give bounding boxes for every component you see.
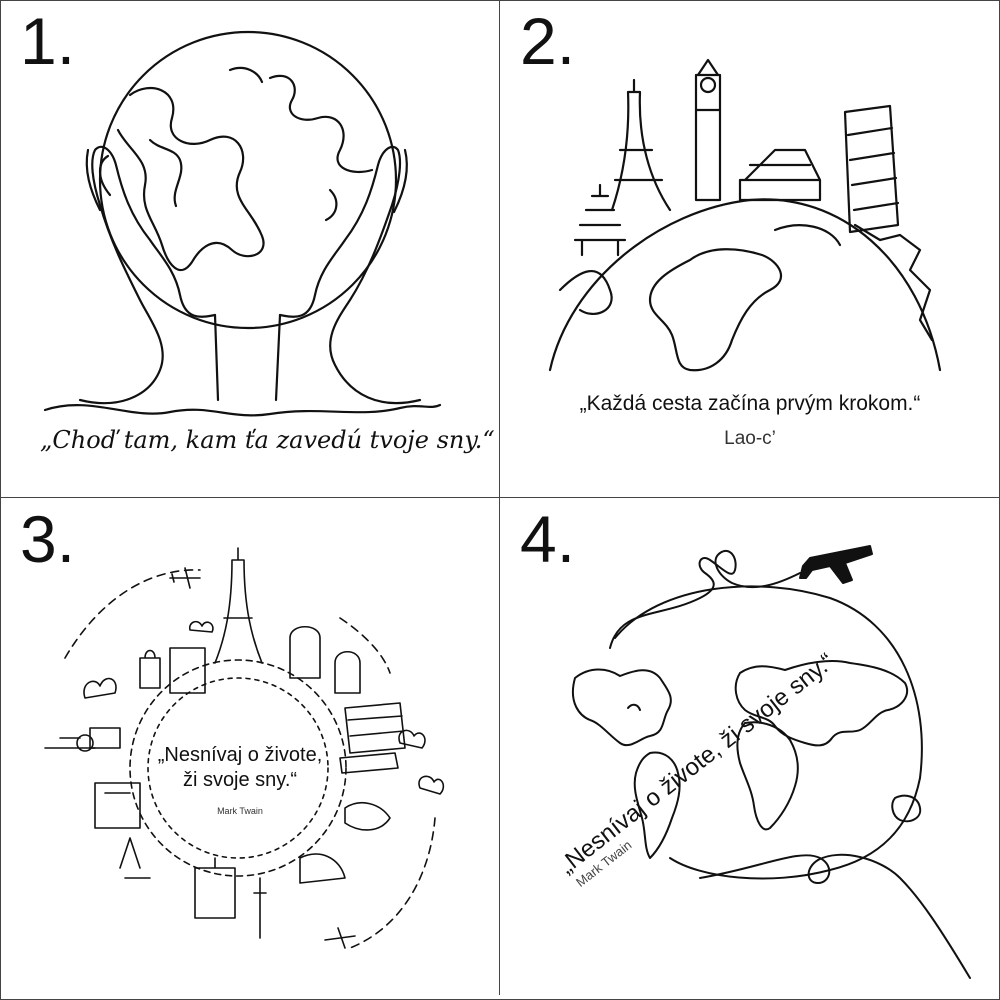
panel-quote: „Choď tam, kam ťa zavedú tvoje sny.“	[40, 426, 495, 454]
panel-2[interactable]: 2. „Každá cesta začína prvým krokom.“ La…	[500, 0, 999, 498]
panel-4[interactable]: 4. „Nesnívaj o živote, ži svoje sny.“ Ma…	[500, 498, 999, 995]
panel-3[interactable]: 3.	[0, 498, 500, 995]
panel-author: Lao-c’	[724, 428, 776, 449]
panel-number: 4.	[520, 502, 576, 576]
panel-quote: „Každá cesta začína prvým krokom.“	[579, 392, 921, 415]
panel-author: Mark Twain	[217, 806, 263, 816]
panel-number: 2.	[520, 4, 576, 78]
panel-quote: „Nesnívaj o živote, ži svoje sny.“	[130, 743, 350, 793]
quote-line-2: ži svoje sny.“	[182, 769, 298, 791]
circular-city-skyline-icon	[44, 547, 445, 949]
world-map-with-airplane-icon	[571, 545, 971, 979]
globe-with-landmarks-icon	[548, 58, 942, 372]
hands-holding-globe-icon	[43, 30, 442, 417]
panel-number: 1.	[20, 4, 76, 78]
quote-line-1: „Nesnívaj o živote,	[157, 744, 323, 766]
panel-1[interactable]: 1. „Choď tam, kam ťa zavedú tvoje sny.“	[0, 0, 500, 498]
panel-number: 3.	[20, 502, 76, 576]
